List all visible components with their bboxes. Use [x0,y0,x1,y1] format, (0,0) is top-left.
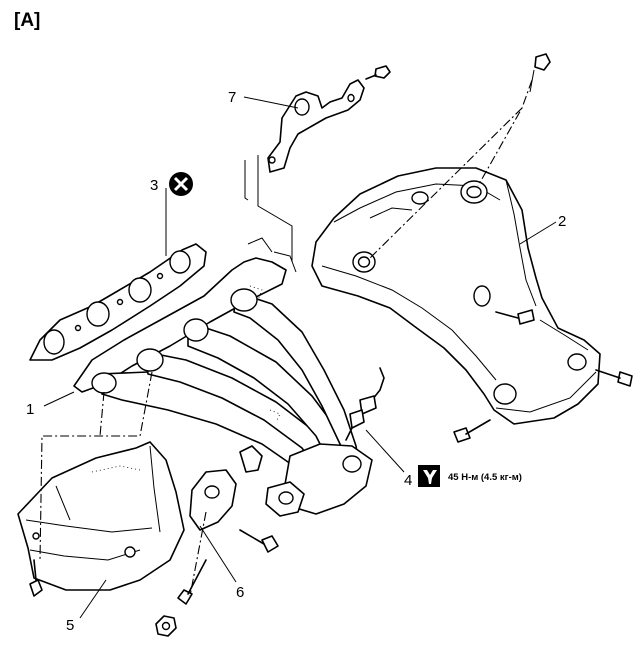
leader-5 [79,579,107,619]
x-circle-icon [169,172,193,196]
view-label: [A] [14,10,40,31]
torque-spec: 45 Н-м (4.5 кг-м) [448,472,522,483]
callout-7: 7 [228,89,236,106]
leader-2 [519,221,557,245]
leader-4 [365,429,405,473]
callout-5: 5 [66,617,74,634]
exhaust-manifold [73,237,373,517]
upper-heat-shield [311,167,601,425]
outlet-nut [155,615,177,637]
callout-3: 3 [150,177,158,194]
manifold-gasket [29,243,207,361]
lower-shield-bolt [29,559,43,597]
callout-6: 6 [236,584,244,601]
wrench-icon [418,465,440,487]
oxygen-sensor [345,367,385,441]
leader-1 [43,391,75,407]
callout-2: 2 [558,213,566,230]
callout-1: 1 [26,401,34,418]
leader-6 [199,525,237,583]
bracket-bolt [365,65,391,80]
stiffener-bolts [177,529,279,605]
manifold-bracket [267,79,365,173]
manifold-stiffener [189,445,263,531]
lower-heat-shield [17,441,185,591]
heat-shield-bolts [453,53,633,443]
leader-7 [243,96,299,109]
callout-4: 4 [404,472,412,489]
